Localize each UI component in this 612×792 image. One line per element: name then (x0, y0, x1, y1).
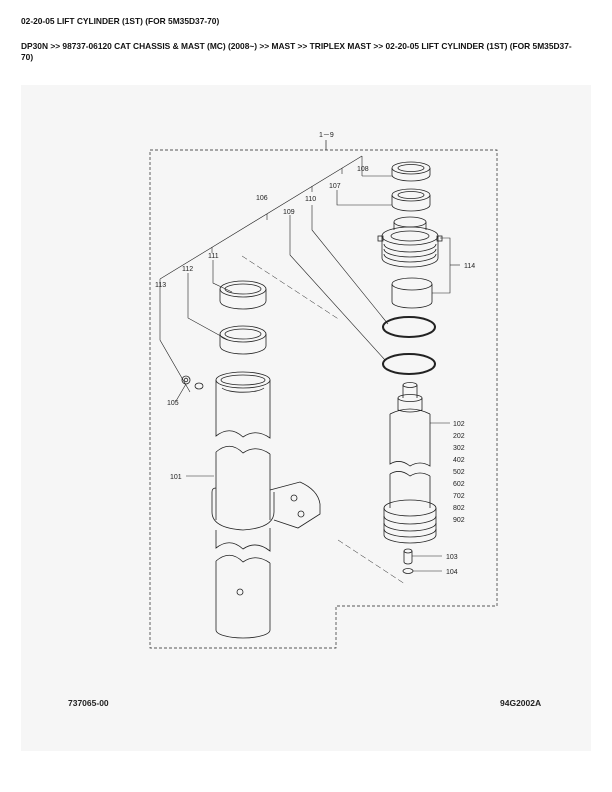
label-113: 113 (155, 282, 166, 289)
o-ring-109 (382, 353, 436, 375)
bushing-114 (391, 277, 433, 309)
assembly-boundary (149, 149, 498, 649)
label-variant-502: 502 (453, 469, 465, 476)
label-108: 108 (357, 166, 369, 173)
label-assembly: 1－9 (319, 132, 334, 139)
label-114: 114 (464, 263, 475, 270)
snap-ring-104 (402, 568, 442, 574)
breadcrumb: DP30N >> 98737-06120 CAT CHASSIS & MAST … (21, 41, 572, 62)
cylinder-head-114 (377, 216, 443, 268)
label-104: 104 (446, 569, 458, 576)
label-variant-602: 602 (453, 481, 465, 488)
label-variant-702: 702 (453, 493, 465, 500)
label-variant-202: 202 (453, 433, 465, 440)
label-105: 105 (167, 400, 179, 407)
label-variant-902: 902 (453, 517, 465, 524)
ring-107 (391, 188, 431, 212)
page-title: 02-20-05 LIFT CYLINDER (1ST) (FOR 5M35D3… (21, 16, 220, 26)
cylinder-tube-101 (211, 371, 321, 639)
label-variant-802: 802 (453, 505, 465, 512)
bleeder-screw-105 (181, 375, 204, 390)
label-112: 112 (182, 266, 193, 273)
footer-drawing-number: 737065-00 (68, 698, 109, 708)
label-107: 107 (329, 183, 341, 190)
label-111: 111 (208, 253, 219, 260)
label-101: 101 (170, 474, 182, 481)
label-110: 110 (305, 196, 316, 203)
leader-main (159, 155, 363, 280)
label-variant-402: 402 (453, 457, 465, 464)
o-ring-110 (382, 316, 436, 338)
diagram-panel (21, 85, 591, 751)
piston-rod-102 (383, 382, 437, 544)
ring-111 (219, 280, 267, 310)
label-106: 106 (256, 195, 268, 202)
ring-108 (391, 161, 431, 182)
ring-112 (219, 325, 267, 355)
label-103: 103 (446, 554, 458, 561)
label-102: 102 (453, 421, 465, 428)
label-109: 109 (283, 209, 295, 216)
check-valve-103 (403, 548, 442, 565)
label-variant-302: 302 (453, 445, 465, 452)
footer-figure-code: 94G2002A (500, 698, 541, 708)
